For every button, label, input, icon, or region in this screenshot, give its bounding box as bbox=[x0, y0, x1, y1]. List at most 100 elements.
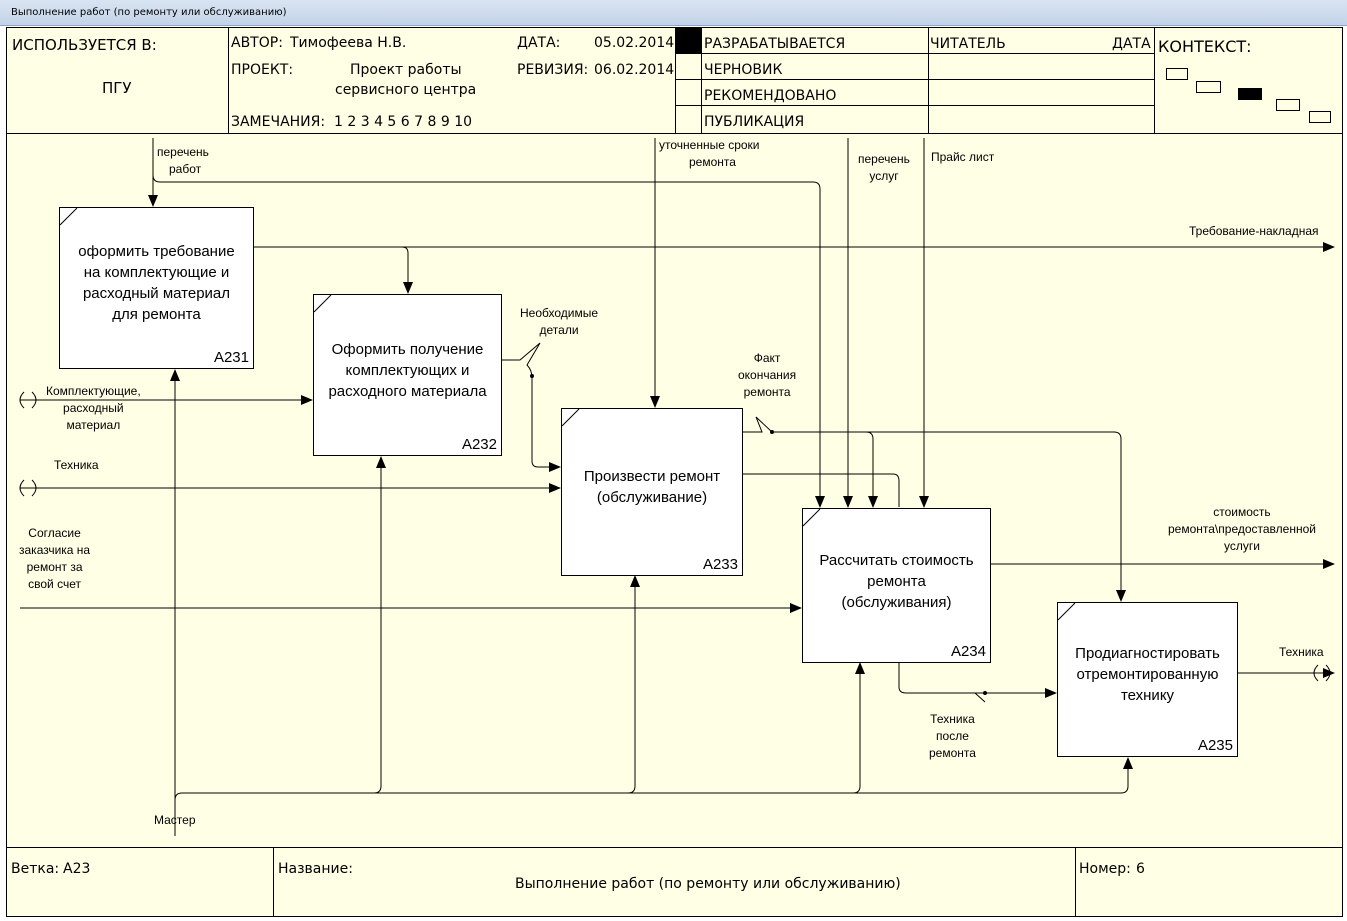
arrow-label-line: Согласие bbox=[28, 526, 81, 540]
label-tehnika-posle-remonta[interactable]: Техника после ремонта bbox=[929, 711, 976, 762]
label-master[interactable]: Мастер bbox=[154, 812, 196, 829]
activity-box-a235[interactable]: Продиагностировать отремонтированную тех… bbox=[1057, 602, 1238, 757]
arrow-label-line: ремонта bbox=[743, 385, 791, 399]
arrow-a231-to-a232 bbox=[253, 246, 413, 294]
activity-box-a231[interactable]: оформить требование на комплектующие и р… bbox=[59, 207, 254, 369]
arrow-label-line: ремонт за bbox=[26, 560, 83, 574]
junction-detali bbox=[530, 374, 534, 378]
arrow-tehnika-posle-remonta bbox=[898, 662, 1057, 698]
arrow-label-line: детали bbox=[539, 323, 579, 337]
label-perechen-rabot[interactable]: перечень работ bbox=[157, 144, 209, 178]
activity-box-a233[interactable]: Произвести ремонт (обслуживание) A233 bbox=[561, 408, 743, 576]
status-publication: ПУБЛИКАЦИЯ bbox=[704, 114, 805, 130]
label-perechen-uslug[interactable]: перечень услуг bbox=[858, 151, 910, 185]
project-value-line2: сервисного центра bbox=[335, 82, 477, 98]
label-tehnika-in[interactable]: Техника bbox=[54, 457, 99, 474]
box-corner-mark bbox=[60, 208, 78, 226]
status-divider-3 bbox=[675, 105, 1155, 106]
context-label: КОНТЕКСТ: bbox=[1158, 37, 1252, 56]
arrow-master-to-a233 bbox=[627, 575, 640, 794]
revision-label: РЕВИЗИЯ: bbox=[517, 62, 589, 78]
label-neobhodimye-detali[interactable]: Необходимые детали bbox=[520, 305, 598, 339]
arrow-label-line: ремонта\предоставленной bbox=[1168, 522, 1316, 536]
arrow-label-line: перечень bbox=[858, 152, 910, 166]
status-recommended: РЕКОМЕНДОВАНО bbox=[704, 88, 837, 104]
arrow-master-to-a234 bbox=[852, 662, 865, 794]
arrow-label-line: ремонта bbox=[929, 746, 976, 760]
box-label-line: отремонтированную bbox=[1076, 666, 1219, 683]
window-title: Выполнение работ (по ремонту или обслужи… bbox=[11, 7, 287, 18]
box-corner-mark bbox=[314, 295, 332, 313]
context-node-box-2 bbox=[1196, 81, 1221, 93]
status-developing: РАЗРАБАТЫВАЕТСЯ bbox=[704, 36, 846, 52]
label-tehnika-out[interactable]: Техника bbox=[1279, 644, 1324, 661]
revision-value: 06.02.2014 bbox=[594, 62, 675, 78]
arrow-label-line: Техника bbox=[1279, 645, 1324, 659]
status-draft: ЧЕРНОВИК bbox=[704, 62, 783, 78]
arrow-tehnika-posle-tunnel bbox=[974, 692, 986, 703]
box-node-number: A233 bbox=[702, 556, 738, 573]
arrow-a233-to-a234 bbox=[743, 473, 900, 507]
arrow-label-line: услуг bbox=[869, 169, 899, 183]
tunnel-tehnika-out bbox=[1313, 664, 1331, 682]
box-node-number: A235 bbox=[1197, 737, 1233, 754]
box-corner-mark bbox=[1058, 603, 1076, 621]
reader-label: ЧИТАТЕЛЬ bbox=[930, 36, 1006, 52]
tunnel-tehnika-in bbox=[19, 479, 37, 497]
arrow-master-bus bbox=[174, 757, 1133, 801]
junction-fakt bbox=[770, 430, 774, 434]
box-label-line: Оформить получение bbox=[331, 341, 484, 358]
arrow-label-line: перечень bbox=[157, 145, 209, 159]
number-value: 6 bbox=[1136, 861, 1145, 877]
box-label-line: оформить требование bbox=[78, 243, 235, 260]
arrow-label-line: Мастер bbox=[154, 813, 196, 827]
arrow-label-line: Прайс лист bbox=[931, 150, 995, 164]
label-komplektuyushie[interactable]: Комплектующие, расходный материал bbox=[46, 383, 141, 434]
arrow-label-line: услуги bbox=[1224, 539, 1260, 553]
box-label-line: расходный материал bbox=[82, 285, 231, 302]
arrow-label-line: Техника bbox=[930, 712, 975, 726]
context-cell bbox=[1154, 27, 1343, 134]
arrow-label-line: Необходимые bbox=[520, 306, 599, 320]
box-node-number: A231 bbox=[213, 349, 249, 366]
box-node-number: A232 bbox=[461, 436, 497, 453]
arrow-perechen-rabot-branch bbox=[152, 174, 825, 508]
number-label: Номер: bbox=[1079, 861, 1131, 877]
author-value: Тимофеева Н.В. bbox=[290, 35, 407, 51]
arrow-neobhodimye-detali bbox=[501, 342, 561, 472]
arrow-label-line: Комплектующие, bbox=[46, 384, 141, 398]
box-label-line: для ремонта bbox=[112, 306, 201, 323]
activity-box-a232[interactable]: Оформить получение комплектующих и расхо… bbox=[313, 294, 502, 456]
used-in-value: ПГУ bbox=[102, 79, 132, 97]
diagram-title: Выполнение работ (по ремонту или обслужи… bbox=[515, 876, 901, 892]
junction-tehnika-posle bbox=[983, 691, 987, 695]
number-cell bbox=[1075, 847, 1343, 917]
box-label: Оформить получение комплектующих и расхо… bbox=[318, 339, 497, 402]
context-node-box-1 bbox=[1166, 68, 1188, 80]
box-label-line: расходного материала bbox=[328, 383, 487, 400]
activity-box-a234[interactable]: Рассчитать стоимость ремонта (обслуживан… bbox=[802, 508, 991, 663]
status-current-marker bbox=[676, 28, 701, 54]
label-trebovanie-nakladnaya[interactable]: Требование-накладная bbox=[1189, 223, 1319, 240]
box-label: Рассчитать стоимость ремонта (обслуживан… bbox=[807, 550, 986, 613]
label-soglasie[interactable]: Согласие заказчика на ремонт за свой сче… bbox=[19, 525, 90, 593]
box-label-line: (обслуживания) bbox=[841, 594, 952, 611]
label-utochnennye-sroki[interactable]: уточненные сроки ремонта bbox=[659, 137, 760, 171]
label-prais-list[interactable]: Прайс лист bbox=[931, 149, 994, 166]
project-label: ПРОЕКТ: bbox=[231, 62, 294, 78]
label-fakt-okonchaniya[interactable]: Факт окончания ремонта bbox=[738, 350, 796, 401]
box-label: Продиагностировать отремонтированную тех… bbox=[1062, 643, 1233, 706]
arrow-label-line: ремонта bbox=[689, 155, 736, 169]
arrow-label-line: Техника bbox=[54, 458, 99, 472]
arrow-master-to-a232 bbox=[373, 456, 386, 794]
title-label: Название: bbox=[278, 861, 353, 877]
box-label-line: Продиагностировать bbox=[1075, 645, 1220, 662]
label-stoimost-remonta[interactable]: стоимость ремонта\предоставленной услуги bbox=[1168, 504, 1316, 555]
box-node-number: A234 bbox=[950, 643, 986, 660]
reader-date-label: ДАТА bbox=[1112, 36, 1151, 52]
node-cell bbox=[6, 847, 274, 917]
box-label-line: ремонта bbox=[867, 573, 926, 590]
project-value-line1: Проект работы bbox=[350, 62, 462, 78]
arrow-label-line: после bbox=[936, 729, 969, 743]
